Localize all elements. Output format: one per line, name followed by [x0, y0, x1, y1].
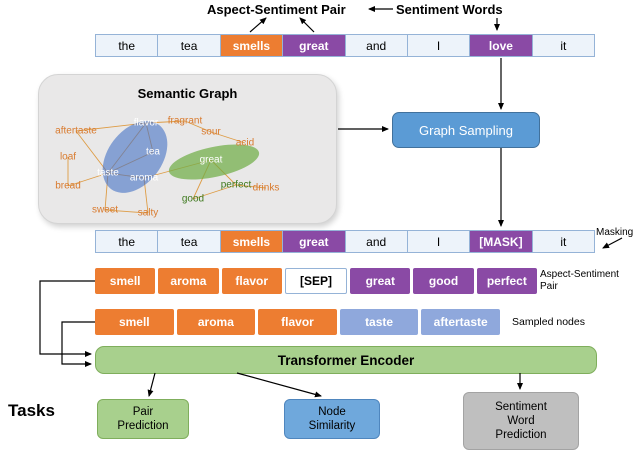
label-masking: Masking — [596, 227, 634, 238]
pair-prediction-line1: Pair — [132, 406, 154, 418]
graph-node-sour: sour — [201, 126, 221, 138]
label-pair-side-line1: Aspect-Sentiment — [540, 269, 619, 280]
arrow-smells-to-pair-label — [249, 17, 267, 33]
semantic-graph-title: Semantic Graph — [137, 86, 238, 101]
token-smell: smell — [95, 309, 174, 335]
arrow-masking-label — [602, 237, 623, 249]
graph-node-great: great — [199, 154, 223, 166]
graph-sampling-box: Graph Sampling — [392, 112, 540, 148]
token-love: love — [469, 34, 533, 57]
graph-node-bread: bread — [55, 180, 81, 192]
node-similarity-line1: Node — [318, 406, 346, 418]
graph-node-aroma: aroma — [129, 172, 159, 184]
semantic-graph-svg — [67, 120, 267, 214]
token-aroma: aroma — [176, 309, 256, 335]
pair-prediction-box: Pair Prediction — [97, 399, 189, 439]
label-sentiment-words: Sentiment Words — [396, 2, 503, 17]
graph-edge-sweet-salty — [104, 209, 149, 214]
token-tea: tea — [157, 230, 221, 253]
token-i: I — [406, 34, 471, 57]
token-flavor: flavor — [221, 268, 282, 294]
transformer-encoder-box: Transformer Encoder — [95, 346, 597, 374]
token-great: great — [282, 34, 346, 57]
graph-node-taste: taste — [97, 167, 119, 179]
graph-node-good: good — [181, 193, 205, 205]
token-the: the — [95, 230, 159, 253]
token-mask: [MASK] — [469, 230, 533, 253]
label-pair-side-line2: Pair — [540, 281, 558, 292]
token-smell: smell — [95, 268, 156, 294]
label-aspect-sentiment-pair-side: Aspect-Sentiment Pair — [540, 269, 619, 293]
graph-edge-sour-acid — [210, 131, 246, 144]
graph-node-flavor: flavor — [133, 117, 159, 129]
node-similarity-line2: Similarity — [308, 420, 356, 432]
token-perfect: perfect — [476, 268, 537, 294]
graph-edge-fragrant-sour — [184, 120, 212, 133]
graph-node-sweet: sweet — [91, 204, 119, 216]
graph-edge-good-perfect — [192, 184, 237, 200]
label-sampled-nodes: Sampled nodes — [512, 316, 585, 328]
token-taste: taste — [339, 309, 419, 335]
graph-edge-perfect-drinks — [235, 184, 267, 189]
token-the: the — [95, 34, 159, 57]
token-flavor: flavor — [258, 309, 337, 335]
label-tasks: Tasks — [8, 401, 55, 420]
arrow-encoder-to-pair-prediction — [147, 372, 156, 397]
graph-edge-bread-taste — [67, 172, 109, 187]
token-aftertaste: aftertaste — [421, 309, 500, 335]
graph-node-perfect: perfect — [220, 179, 252, 191]
arrow-great-to-pair-label — [299, 17, 315, 33]
swp-line1: Sentiment — [495, 401, 547, 413]
connector-pair-row-to-encoder — [39, 280, 95, 357]
aspect-cluster-ellipse — [102, 121, 168, 193]
arrow-encoder-to-node-similarity — [236, 372, 322, 398]
token-good: good — [413, 268, 474, 294]
token-i: I — [406, 230, 471, 253]
token-smells: smells — [219, 230, 284, 253]
graph-node-tea: tea — [146, 146, 160, 158]
graph-node-drinks: drinks — [252, 182, 280, 194]
token-and: and — [344, 230, 408, 253]
connector-nodes-row-to-encoder — [61, 321, 95, 367]
graph-node-acid: acid — [235, 137, 255, 149]
token-smells: smells — [219, 34, 284, 57]
swp-line3: Prediction — [495, 429, 547, 441]
token-it: it — [531, 230, 595, 253]
sentiment-cluster-ellipse — [168, 144, 260, 180]
token-and: and — [344, 34, 408, 57]
graph-node-aftertaste: aftertaste — [55, 125, 97, 137]
sentiment-word-prediction-box: Sentiment Word Prediction — [463, 392, 579, 450]
token-great: great — [350, 268, 411, 294]
graph-node-fragrant: fragrant — [167, 115, 203, 127]
graph-node-loaf: loaf — [59, 151, 77, 163]
node-similarity-box: Node Similarity — [284, 399, 380, 439]
pair-prediction-line2: Prediction — [117, 420, 169, 432]
swp-line2: Word — [507, 415, 535, 427]
label-aspect-sentiment-pair: Aspect-Sentiment Pair — [207, 2, 346, 17]
graph-edge-aftertaste-taste — [75, 130, 109, 174]
token-it: it — [531, 34, 595, 57]
token-aroma: aroma — [158, 268, 219, 294]
token-sep: [SEP] — [284, 268, 348, 294]
token-tea: tea — [157, 34, 221, 57]
graph-node-salty: salty — [137, 207, 159, 219]
token-great: great — [282, 230, 346, 253]
